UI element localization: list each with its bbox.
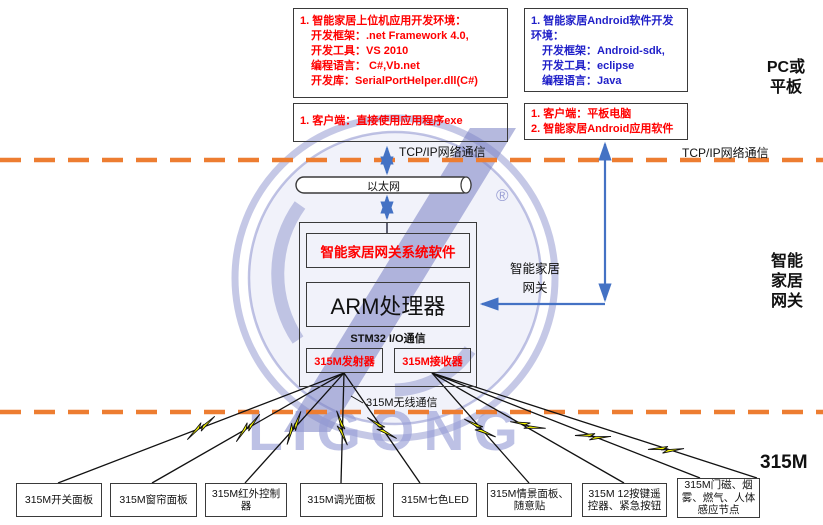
dev-env-host-box: 1. 智能家居上位机应用开发环境： 开发框架：.net Framework 4.…	[293, 8, 508, 98]
device-box-sensors: 315M门磁、烟雾、燃气、人体感应节点	[677, 478, 760, 518]
stm32-io-label: STM32 I/O通信	[350, 333, 426, 345]
client-tablet-line: 2. 智能家居Android应用软件	[531, 123, 674, 135]
gateway-side-label: 智能家居 网关	[509, 262, 560, 295]
dev-env-host-line: 开发框架：.net Framework 4.0,	[311, 30, 469, 42]
transmitter-box: 315M发射器	[306, 348, 383, 373]
wireless-label: 315M无线通信	[366, 397, 438, 409]
device-box-curtain-panel: 315M窗帘面板	[110, 483, 197, 517]
arm-processor-box: ARM处理器	[306, 282, 470, 327]
zone-label-315m: 315M	[760, 452, 808, 473]
dev-env-host-line: 开发工具：VS 2010	[311, 45, 409, 57]
device-box-switch-panel: 315M开关面板	[16, 483, 102, 517]
dev-env-android-line: 开发框架：Android-sdk,	[542, 45, 665, 57]
device-box-ir-controller: 315M红外控制器	[205, 483, 287, 517]
client-exe-box: 1. 客户端：直接使用应用程序exe	[293, 103, 508, 142]
dev-env-android-line: 1. 智能家居Android软件开发环境：	[531, 15, 674, 42]
client-tablet-line: 1. 客户端：平板电脑	[531, 108, 632, 120]
receiver-box: 315M接收器	[394, 348, 471, 373]
zone-label-pc: PC或 平板	[766, 59, 806, 96]
wireless-links	[57, 372, 758, 484]
client-tablet-box: 1. 客户端：平板电脑 2. 智能家居Android应用软件	[524, 103, 688, 140]
gateway-software-box: 智能家居网关系统软件	[306, 233, 470, 268]
device-box-scene-panel: 315M情景面板、随意贴	[487, 483, 572, 517]
gateway-box	[299, 222, 477, 387]
client-exe-line: 1. 客户端：直接使用应用程序exe	[300, 115, 463, 127]
dev-env-host-line: 编程语言： C#,Vb.net	[311, 60, 420, 72]
ethernet-label: 以太网	[367, 180, 400, 193]
device-box-dimmer-panel: 315M调光面板	[300, 483, 383, 517]
dev-env-android-line: 编程语言：Java	[542, 75, 622, 87]
tcp-label-left: TCP/IP网络通信	[399, 145, 486, 159]
tcp-label-right: TCP/IP网络通信	[682, 146, 769, 160]
dev-env-host-line: 1. 智能家居上位机应用开发环境：	[300, 15, 467, 27]
dev-env-host-line: 开发库：SerialPortHelper.dll(C#)	[311, 75, 478, 87]
device-box-led: 315M七色LED	[393, 483, 477, 517]
dev-env-android-box: 1. 智能家居Android软件开发环境： 开发框架：Android-sdk, …	[524, 8, 688, 92]
lightning-bolt-icons	[182, 410, 685, 461]
zone-label-gateway: 智能 家居 网关	[770, 253, 803, 310]
device-box-remote: 315M 12按键遥控器、紧急按钮	[582, 483, 667, 517]
dev-env-android-line: 开发工具：eclipse	[542, 60, 635, 72]
